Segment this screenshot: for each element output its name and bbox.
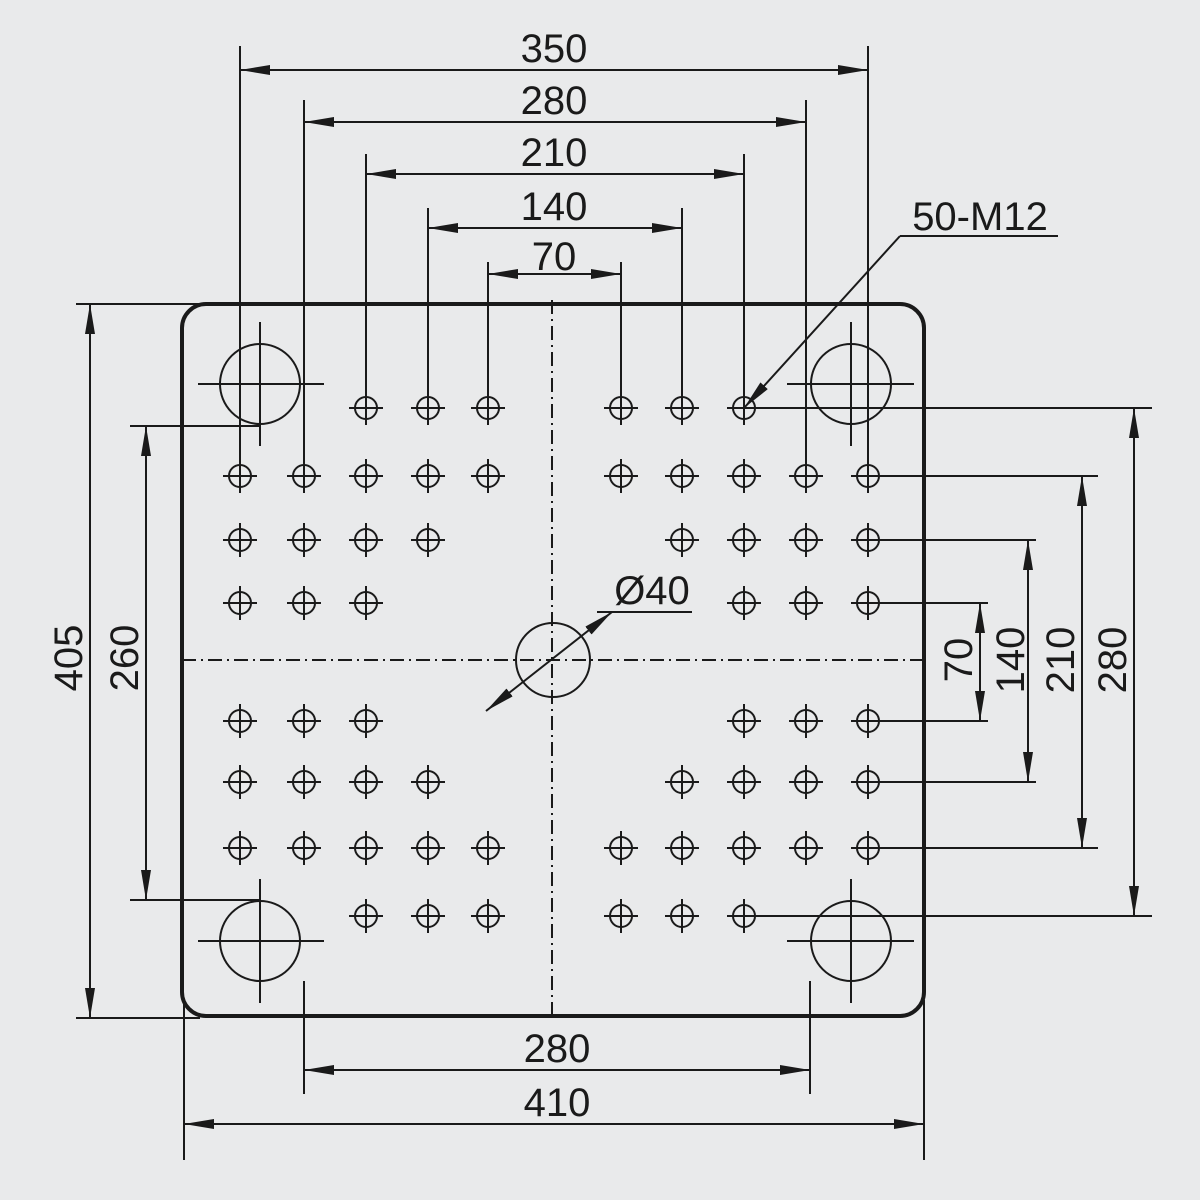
thread-hole (604, 899, 638, 933)
thread-hole (349, 765, 383, 799)
thread-hole (287, 704, 321, 738)
dimension-350-label: 350 (521, 27, 588, 71)
bore-callout: Ø40 (485, 569, 692, 712)
dimension-405: 405 (47, 303, 200, 1019)
dimension-right-70: 70 (937, 603, 985, 721)
thread-hole (287, 523, 321, 557)
dimension-right-140: 140 (989, 540, 1033, 782)
thread-hole (727, 459, 761, 493)
bore-callout-label: Ø40 (614, 569, 690, 613)
thread-hole (471, 459, 505, 493)
dimension-right-280: 280 (1091, 408, 1139, 916)
thread-hole (789, 586, 823, 620)
dimension-right-210-label: 210 (1039, 627, 1083, 694)
thread-hole (223, 765, 257, 799)
thread-hole (665, 831, 699, 865)
extension-lines-right (744, 407, 1152, 917)
dimension-top-70-label: 70 (532, 235, 577, 279)
dimension-top-280-label: 280 (521, 79, 588, 123)
dimension-right-140-label: 140 (989, 627, 1033, 694)
thread-hole (727, 586, 761, 620)
thread-hole (727, 704, 761, 738)
dimension-410: 410 (184, 1081, 924, 1129)
thread-hole (287, 831, 321, 865)
thread-hole (471, 899, 505, 933)
thread-hole (349, 459, 383, 493)
dimension-260-label: 260 (103, 625, 147, 692)
dimension-405-label: 405 (47, 625, 91, 692)
extension-lines-top (239, 46, 869, 476)
thread-hole (287, 765, 321, 799)
thread-hole (471, 831, 505, 865)
dimension-right-70-label: 70 (937, 638, 981, 683)
dimension-top-140-label: 140 (521, 185, 588, 229)
thread-hole (411, 765, 445, 799)
thread-hole (411, 459, 445, 493)
thread-hole (789, 704, 823, 738)
dimension-350: 350 (240, 27, 868, 75)
thread-hole (349, 586, 383, 620)
thread-hole (223, 523, 257, 557)
thread-hole (789, 765, 823, 799)
dimension-260: 260 (103, 425, 260, 901)
dimension-top-210: 210 (366, 131, 744, 179)
thread-hole (665, 523, 699, 557)
dimension-top-280: 280 (304, 79, 806, 127)
thread-hole (411, 831, 445, 865)
thread-hole (287, 586, 321, 620)
thread-hole (223, 704, 257, 738)
extension-lines-bottom (183, 981, 925, 1160)
thread-hole (223, 586, 257, 620)
thread-hole (665, 459, 699, 493)
thread-hole (727, 523, 761, 557)
thread-hole (223, 831, 257, 865)
thread-hole (789, 831, 823, 865)
dimension-right-210: 210 (1039, 476, 1087, 848)
dimension-right-280-label: 280 (1091, 627, 1135, 694)
dimension-bottom-280-label: 280 (524, 1027, 591, 1071)
thread-callout: 50-M12 (743, 195, 1058, 409)
dimension-top-70: 70 (488, 235, 621, 279)
thread-callout-label: 50-M12 (912, 195, 1048, 239)
thread-hole (349, 704, 383, 738)
thread-hole (665, 765, 699, 799)
thread-hole (665, 899, 699, 933)
thread-hole (349, 831, 383, 865)
tie-bar-hole-top-right (787, 322, 914, 446)
thread-hole (411, 899, 445, 933)
thread-hole (411, 523, 445, 557)
tie-bar-hole-bottom-right (787, 879, 914, 1003)
dimension-top-210-label: 210 (521, 131, 588, 175)
dimension-410-label: 410 (524, 1081, 591, 1125)
thread-hole (789, 523, 823, 557)
thread-hole (727, 831, 761, 865)
thread-hole (349, 523, 383, 557)
thread-hole (604, 831, 638, 865)
thread-hole (727, 765, 761, 799)
dimension-bottom-280: 280 (304, 1027, 810, 1075)
dimension-top-140: 140 (428, 185, 682, 233)
thread-hole (604, 459, 638, 493)
thread-hole (349, 899, 383, 933)
